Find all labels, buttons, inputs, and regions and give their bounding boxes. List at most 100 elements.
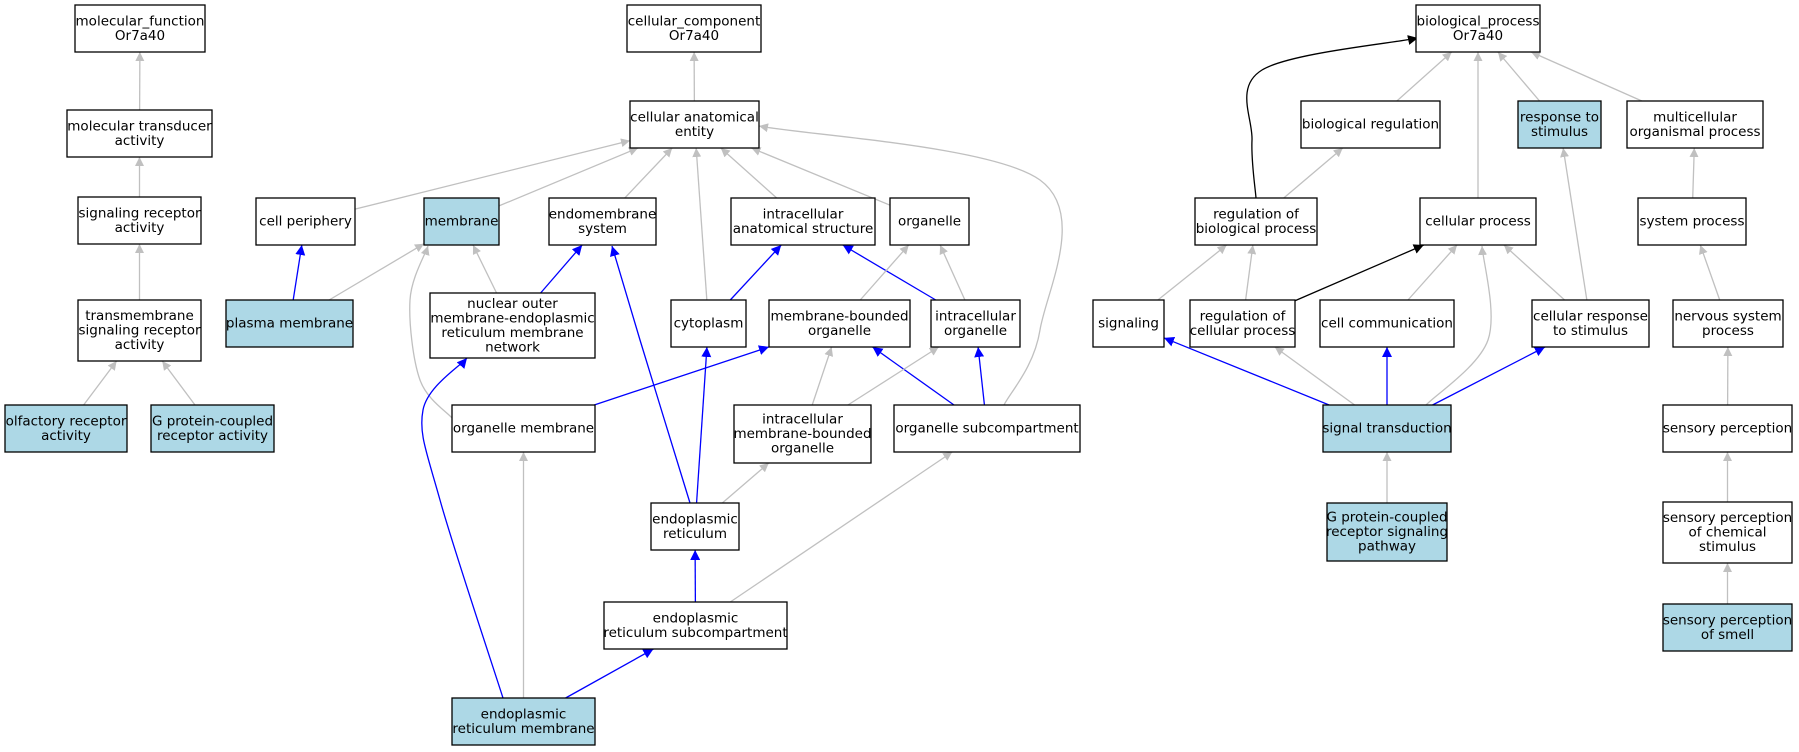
node-label-line: cellular anatomical bbox=[630, 109, 759, 125]
edge-regulation-of-cellular-process-to-cellular-process bbox=[1294, 244, 1424, 302]
node-box bbox=[768, 299, 911, 348]
node-label-line: network bbox=[485, 339, 540, 355]
node-box bbox=[255, 197, 356, 246]
edge-line bbox=[1425, 245, 1492, 406]
node-label-line: molecular transducer bbox=[67, 118, 212, 134]
node-signal-transduction: signal transduction bbox=[1322, 404, 1452, 453]
node-label-line: cell periphery bbox=[259, 214, 352, 230]
node-box bbox=[1662, 501, 1793, 564]
edge-line bbox=[1274, 346, 1356, 406]
edge-line bbox=[1163, 337, 1330, 406]
edge-organelle-subcompartment-to-cellular-anatomical-entity bbox=[758, 123, 1063, 406]
node-label-line: to stimulus bbox=[1553, 323, 1628, 339]
node-label-line: reticulum membrane bbox=[441, 325, 583, 341]
node-box bbox=[451, 697, 596, 746]
node-box bbox=[1517, 100, 1602, 149]
edge-line bbox=[354, 138, 631, 210]
node-label-line: olfactory receptor bbox=[6, 413, 127, 429]
node-label-line: Or7a40 bbox=[115, 28, 165, 44]
node-label-line: molecular_function bbox=[76, 13, 205, 29]
node-plasma-membrane: plasma membrane bbox=[225, 299, 354, 348]
node-label-line: reticulum subcompartment bbox=[603, 625, 787, 641]
node-box bbox=[1415, 4, 1541, 53]
edge-line bbox=[1294, 244, 1424, 302]
node-label-line: nervous system bbox=[1674, 308, 1781, 324]
edge-line bbox=[624, 147, 673, 199]
edge-line bbox=[1396, 51, 1453, 102]
edge-line bbox=[729, 244, 782, 301]
node-box bbox=[1092, 299, 1165, 348]
edge-line bbox=[594, 345, 770, 406]
edge-er-subcompartment-to-organelle-subcompartment bbox=[729, 451, 953, 603]
edge-cytoplasm-to-cellular-anatomical-entity bbox=[692, 147, 708, 301]
node-label-line: entity bbox=[675, 124, 714, 140]
node-box bbox=[77, 299, 202, 362]
node-box bbox=[603, 601, 788, 650]
node-box bbox=[1194, 197, 1318, 246]
edge-line bbox=[939, 244, 966, 301]
edge-line bbox=[409, 245, 453, 419]
node-box bbox=[1662, 404, 1793, 453]
edge-line bbox=[1432, 346, 1546, 406]
edge-line bbox=[472, 244, 498, 294]
node-box bbox=[423, 197, 500, 246]
node-label-line: cytoplasm bbox=[674, 316, 744, 332]
node-box bbox=[225, 299, 354, 348]
edge-line bbox=[83, 360, 118, 406]
node-box bbox=[150, 404, 275, 453]
node-label-line: Or7a40 bbox=[669, 28, 719, 44]
node-box bbox=[1322, 404, 1452, 453]
edge-line bbox=[328, 243, 425, 301]
edge-regulation-of-biological-process-to-biological-process bbox=[1246, 35, 1419, 199]
node-label-line: endoplasmic bbox=[652, 511, 738, 527]
edge-line bbox=[610, 245, 691, 504]
edge-endoplasmic-reticulum-to-endomembrane-system bbox=[610, 245, 691, 504]
node-box bbox=[1672, 299, 1784, 348]
edge-line bbox=[720, 147, 778, 199]
node-label-line: endoplasmic bbox=[653, 610, 739, 626]
edge-endoplasmic-reticulum-to-cytoplasm bbox=[695, 346, 712, 504]
edge-line bbox=[811, 346, 834, 406]
edge-system-process-to-multicellular-organismal-process bbox=[1689, 147, 1699, 199]
node-label-line: cellular process bbox=[1425, 214, 1531, 230]
node-label-line: pathway bbox=[1358, 539, 1416, 555]
edge-line bbox=[751, 147, 891, 206]
node-label-line: activity bbox=[115, 133, 165, 149]
node-cell-periphery: cell periphery bbox=[255, 197, 356, 246]
node-label-line: biological regulation bbox=[1302, 117, 1439, 133]
edge-intracellular-membrane-bounded-organelle-to-membrane-bounded-organelle bbox=[811, 346, 834, 406]
node-box bbox=[733, 404, 872, 464]
edge-line bbox=[1689, 147, 1699, 199]
node-box bbox=[1626, 100, 1764, 149]
edge-g-protein-coupled-receptor-activity-to-transmembrane-signaling-receptor-activity bbox=[161, 360, 196, 406]
edge-endoplasmic-reticulum-to-intracellular-membrane-bounded-organelle bbox=[721, 462, 770, 504]
edge-organelle-membrane-to-membrane-bounded-organelle bbox=[594, 345, 770, 406]
edge-line bbox=[872, 346, 955, 406]
edge-cellular-response-to-stimulus-to-cellular-process bbox=[1503, 244, 1566, 301]
edge-plasma-membrane-to-cell-periphery bbox=[292, 244, 306, 301]
node-box bbox=[889, 197, 970, 246]
edge-line bbox=[758, 123, 1063, 406]
edge-intracellular-organelle-to-intracellular-anatomical-structure bbox=[842, 244, 937, 301]
node-label-line: membrane bbox=[425, 214, 499, 230]
node-label-line: membrane-bounded bbox=[770, 308, 908, 324]
edge-plasma-membrane-to-membrane bbox=[328, 243, 425, 301]
node-label-line: organelle membrane bbox=[453, 421, 594, 437]
node-box bbox=[548, 197, 657, 246]
edge-line bbox=[1560, 147, 1588, 301]
edge-line bbox=[847, 346, 940, 406]
edge-line bbox=[729, 451, 953, 603]
edge-membrane-bounded-organelle-to-organelle bbox=[859, 244, 910, 301]
